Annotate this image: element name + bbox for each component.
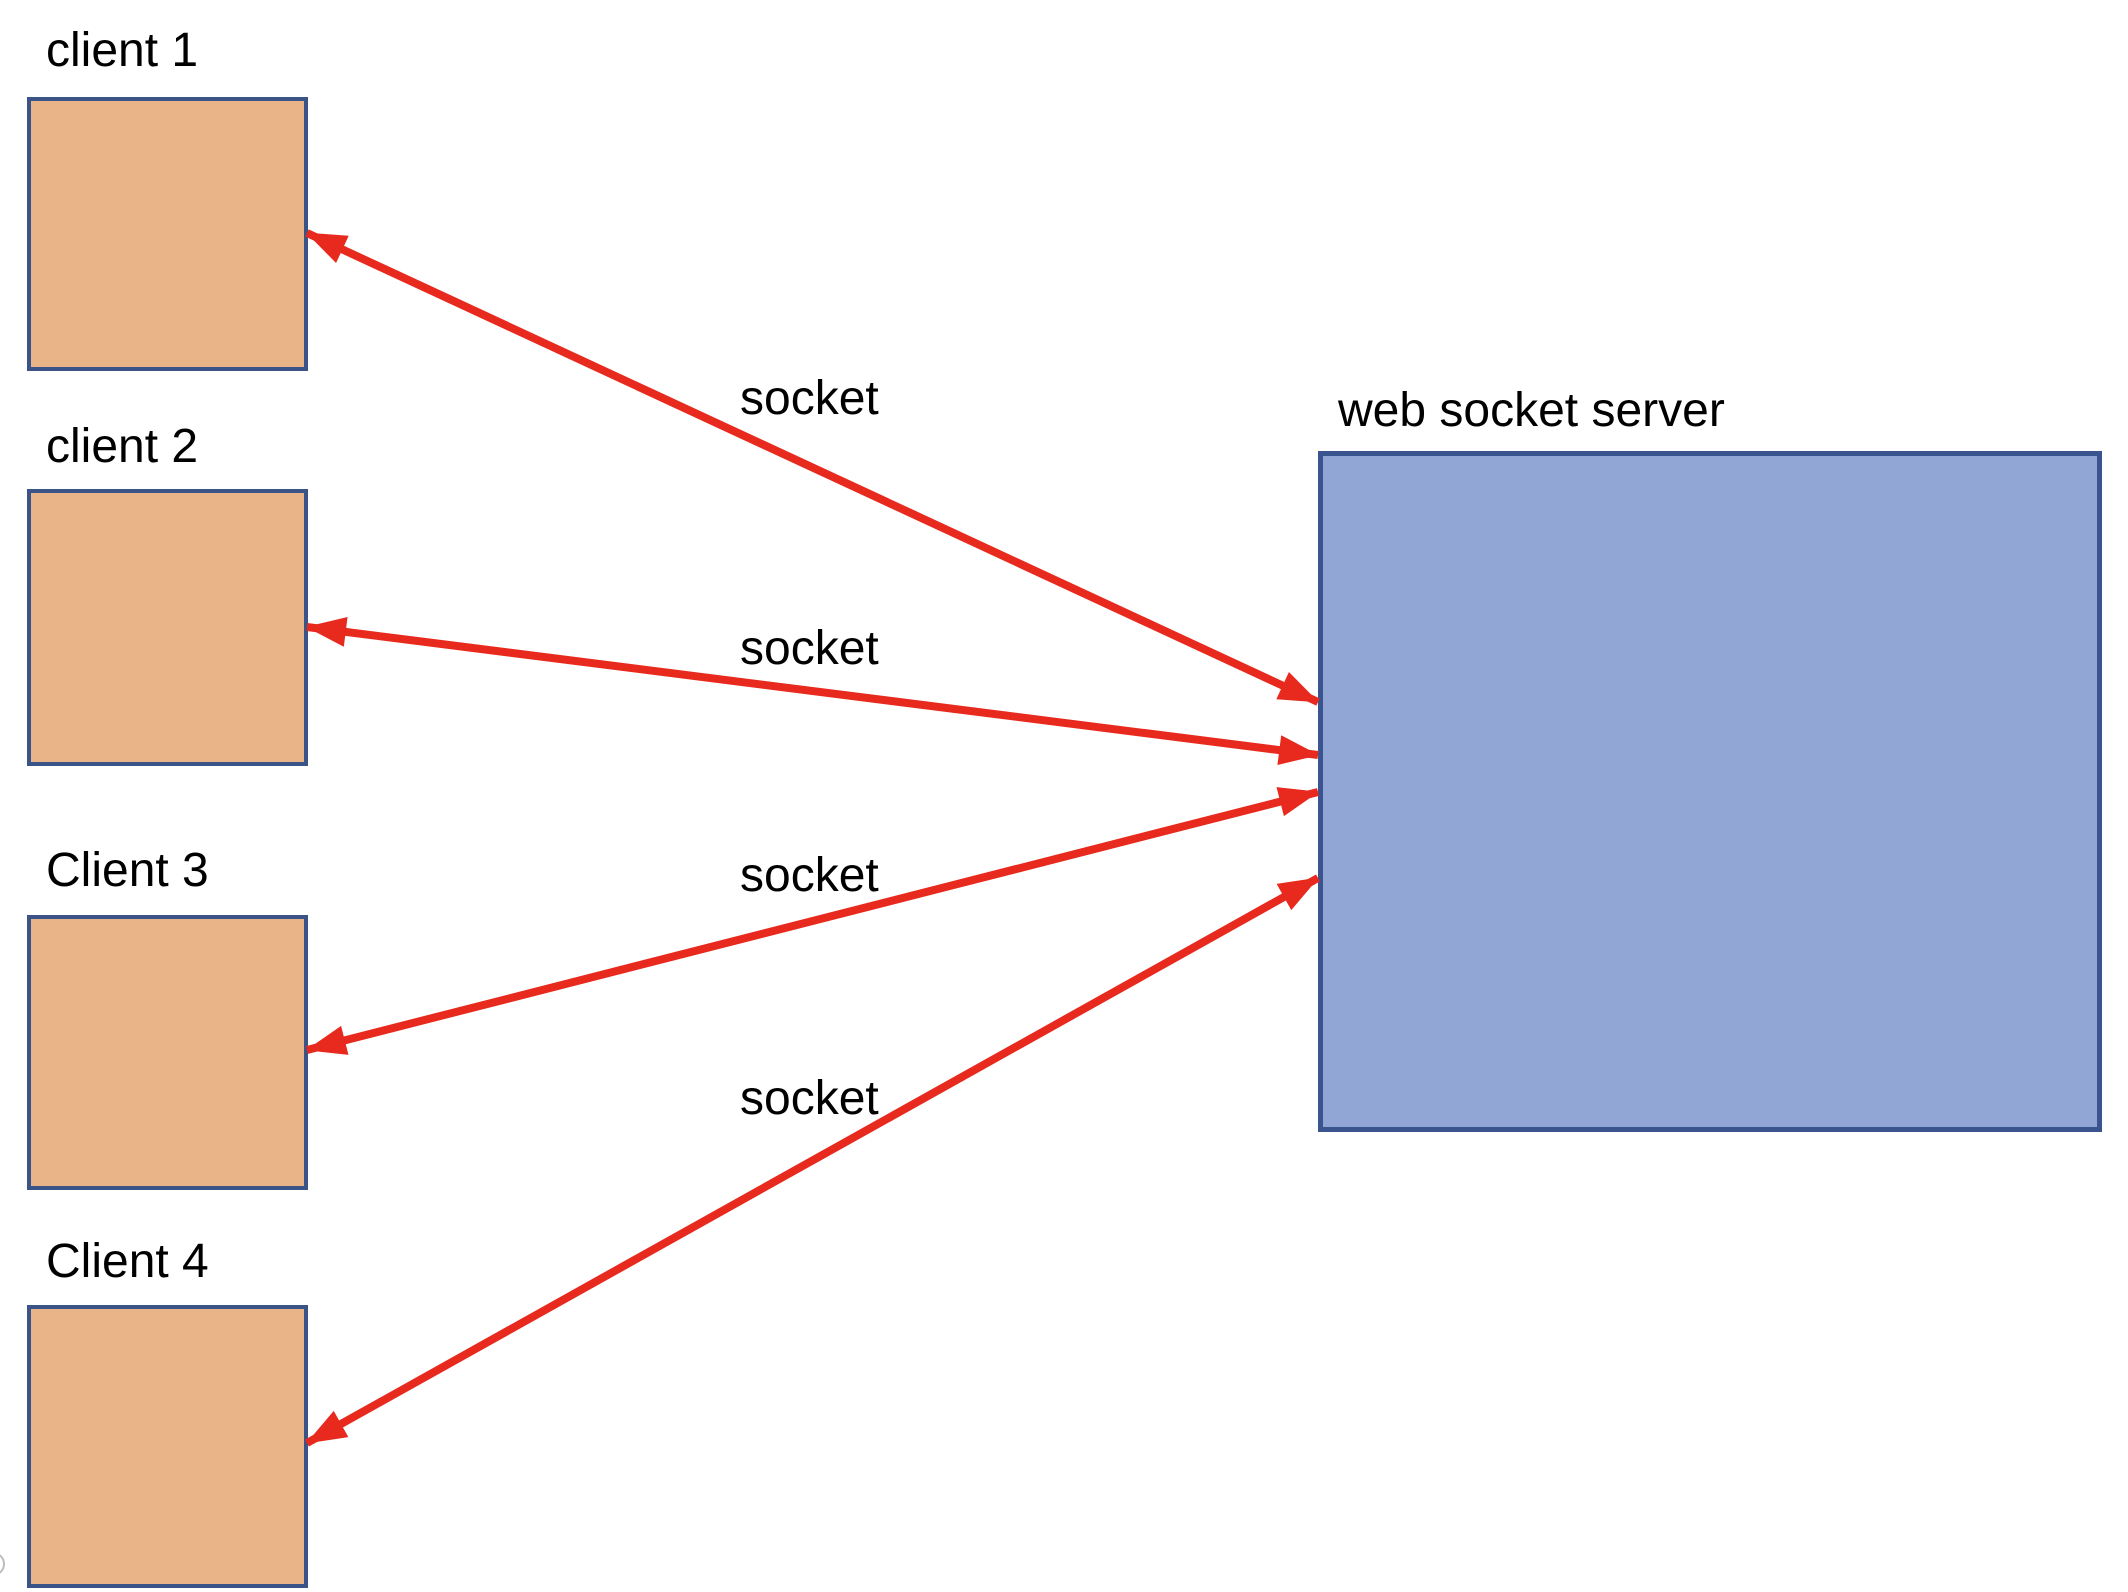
socket-arrow-4 (305, 874, 1320, 1447)
client-3-box (27, 915, 308, 1190)
socket-arrow-3 (306, 787, 1319, 1055)
client-4-box (27, 1305, 308, 1588)
edge-artifact (0, 1552, 5, 1576)
socket-label-1: socket (740, 372, 879, 425)
client-4-label: Client 4 (46, 1235, 209, 1288)
client-1-box (27, 97, 308, 371)
server-label: web socket server (1338, 384, 1725, 437)
socket-label-4: socket (740, 1072, 879, 1125)
socket-label-2: socket (740, 622, 879, 675)
socket-label-3: socket (740, 849, 879, 902)
client-3-label: Client 3 (46, 844, 209, 897)
server-box (1318, 451, 2102, 1132)
client-1-label: client 1 (46, 24, 199, 77)
client-2-box (27, 489, 308, 766)
client-2-label: client 2 (46, 420, 199, 473)
